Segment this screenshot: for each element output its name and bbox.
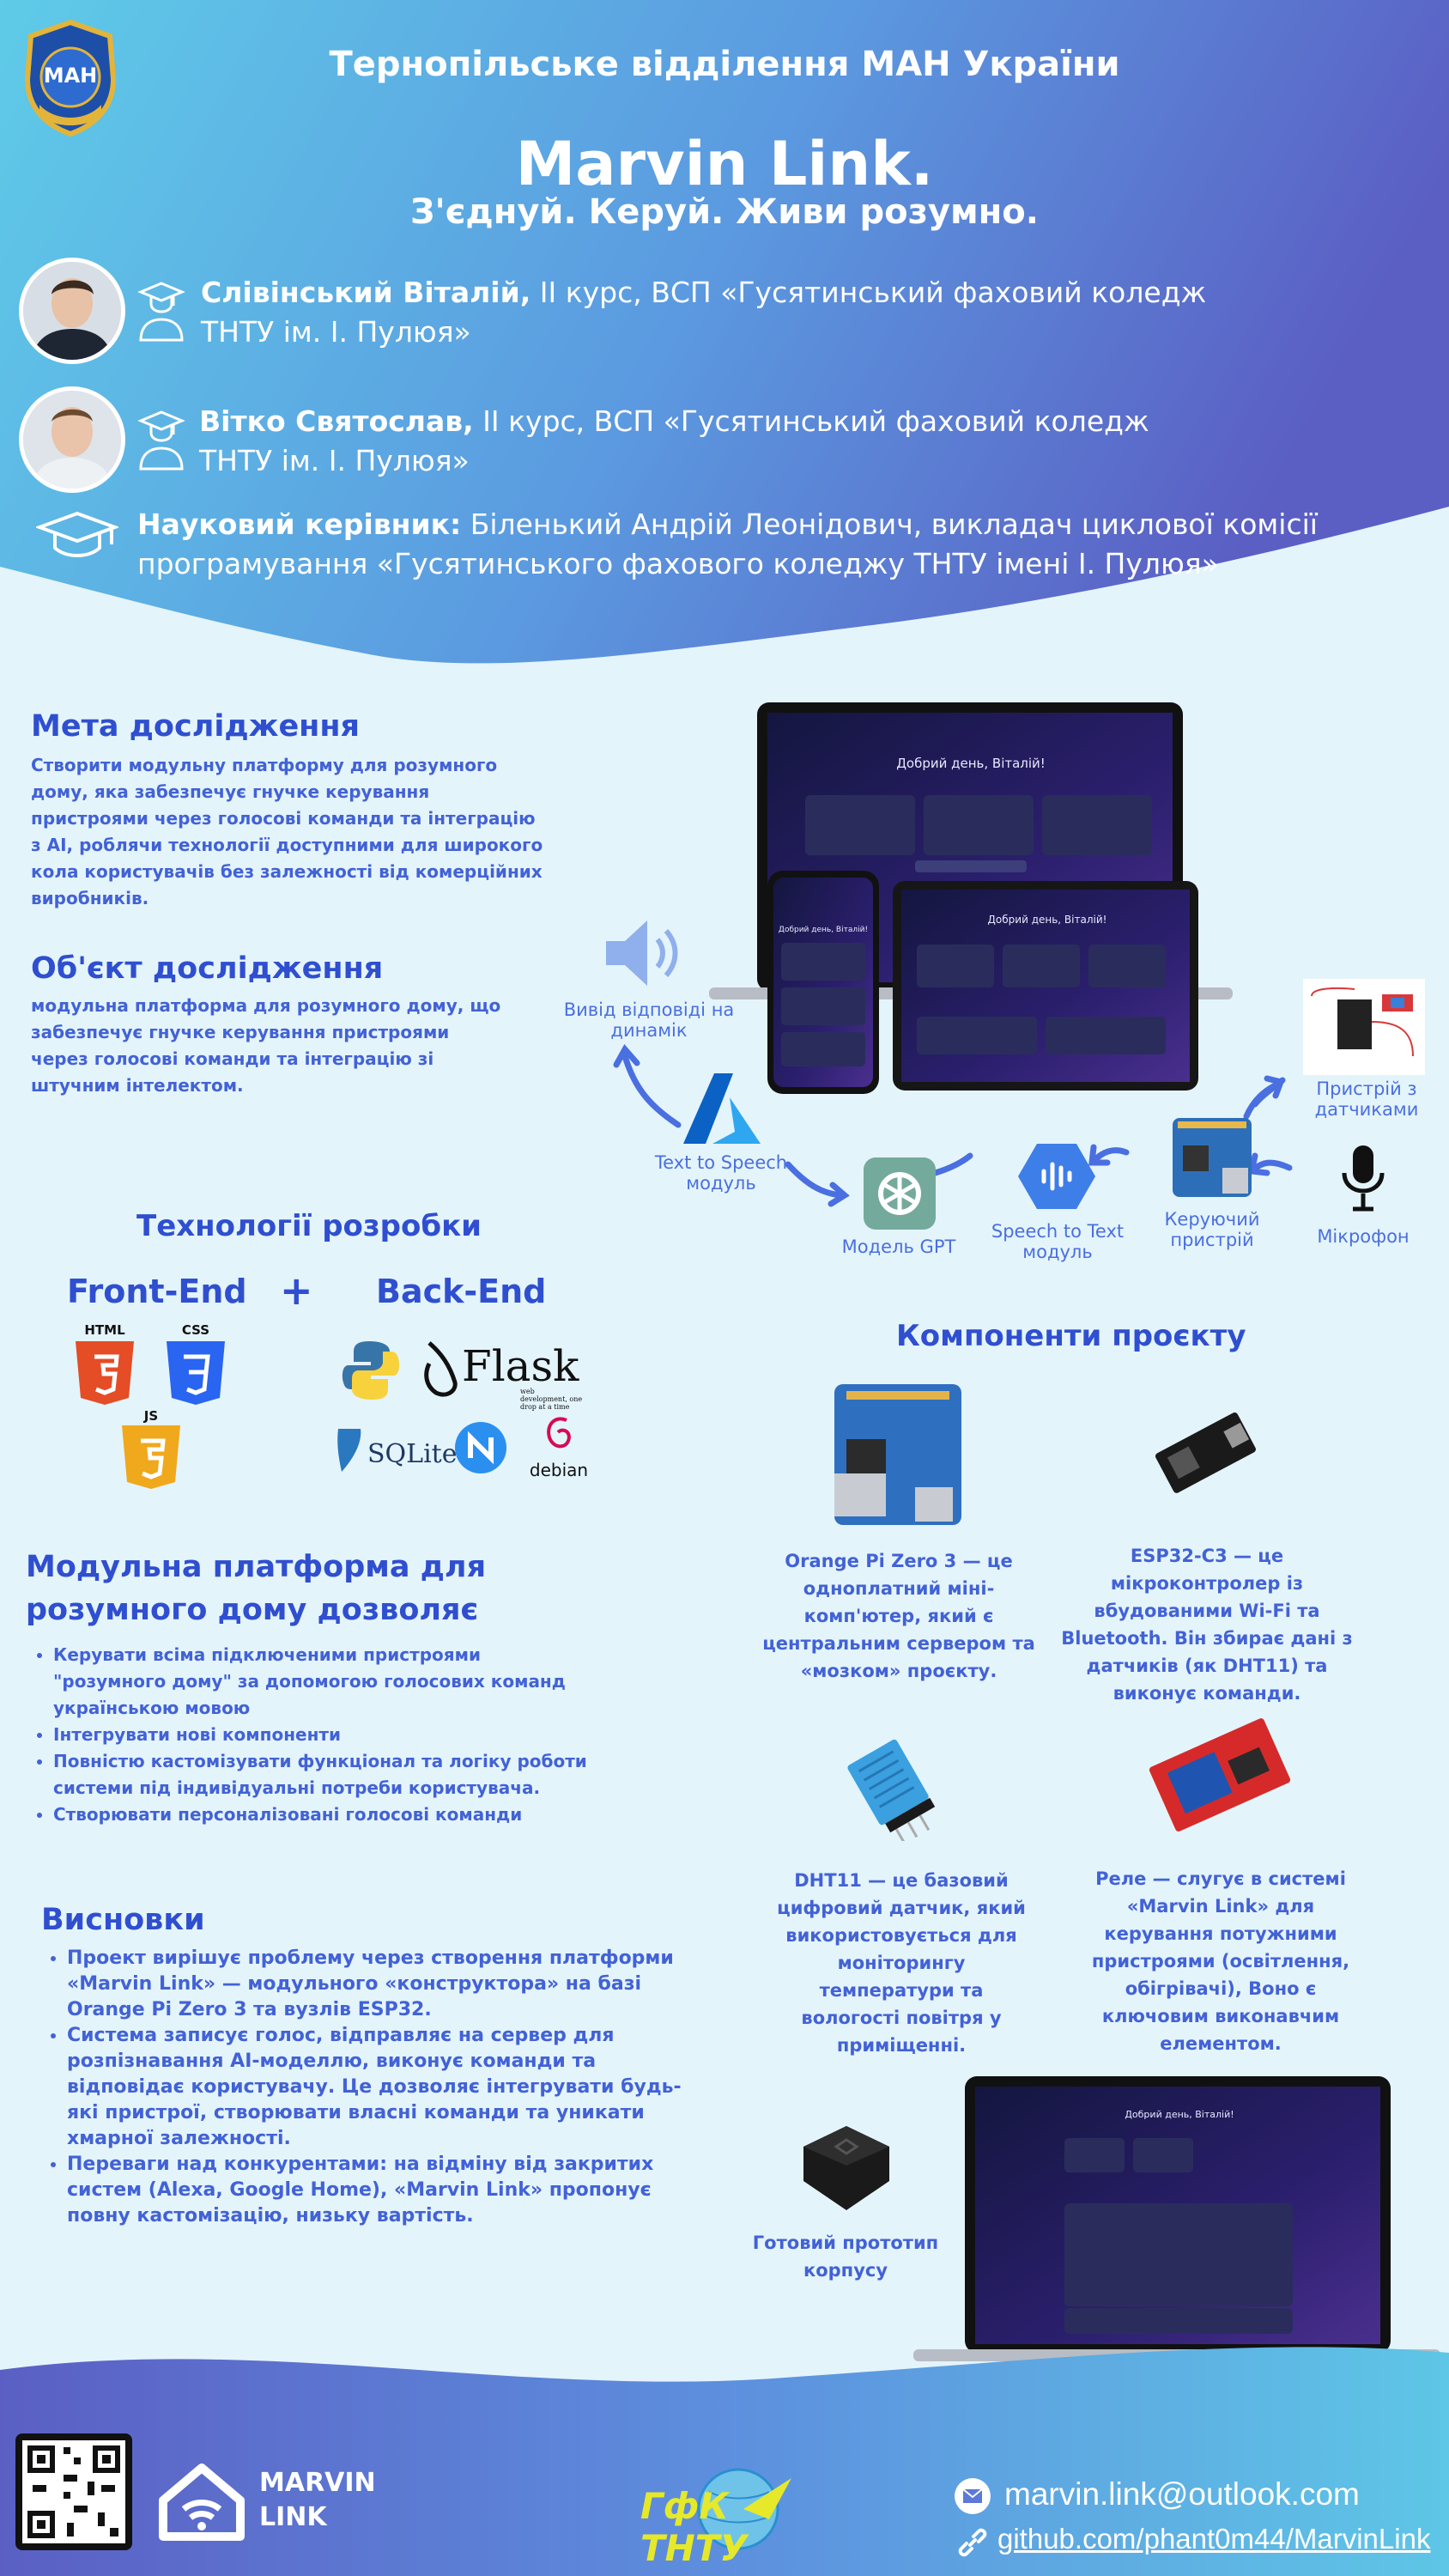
graduate-icon (136, 282, 187, 342)
flask-logo: Flask web development, one drop at a tim… (421, 1340, 582, 1411)
frontend-label: Front-End (67, 1273, 247, 1310)
footer (0, 2318, 1449, 2576)
project-slogan: З'єднуй. Керуй. Живи розумно. (410, 192, 1039, 232)
supervisor-label: Науковий керівник: (137, 507, 462, 541)
esp32-caption: ESP32-C3 — це мікроконтролер із вбудован… (1061, 1546, 1353, 1704)
object-title: Об'єкт дослідження (31, 951, 384, 986)
supervisor: Науковий керівник: Біленький Андрій Леон… (137, 505, 1391, 584)
speaker-label: Вивід відповіді на динамік (563, 999, 735, 1041)
goal-text: Створити модульну платформу для розумног… (31, 755, 543, 908)
phone-greeting: Добрий день, Віталій! (778, 926, 869, 934)
javascript-icon: JS (118, 1408, 184, 1491)
mic-label: Мікрофон (1317, 1226, 1410, 1247)
brand-line-1: MARVIN (259, 2468, 376, 2498)
html5-icon: HTML (72, 1322, 137, 1405)
mortarboard-icon (34, 510, 120, 562)
author-1-name: Слівінський Віталій, (201, 276, 531, 309)
email-link[interactable]: marvin.link@outlook.com (1004, 2476, 1360, 2512)
laptop-greeting: Добрий день, Віталій! (896, 756, 1046, 771)
controller-label: Керуючий пристрій (1164, 1209, 1260, 1250)
author-photo-2 (19, 386, 125, 493)
organization-title: Тернопільське відділення МАН України (329, 45, 1120, 84)
header-banner (0, 0, 1449, 687)
orange-pi-image (829, 1379, 967, 1530)
plus-sign: + (280, 1267, 313, 1314)
sqlite-logo: SQLite (333, 1425, 457, 1473)
sensor-device-label: Пристрій з датчиками (1314, 1078, 1419, 1120)
author-2: Вітко Святослав, ІІ курс, ВСП «Гусятинсь… (199, 402, 1315, 481)
github-link[interactable]: github.com/phant0m44/MarvinLink (997, 2523, 1431, 2555)
laptop-settings-mockup: Добрий день, Віталій! (913, 2076, 1440, 2373)
link-icon (955, 2524, 991, 2561)
sensor-device-image (1303, 979, 1425, 1075)
graduate-icon (136, 410, 187, 471)
brand-name: MARVIN LINK (259, 2466, 376, 2535)
author-2-name: Вітко Святослав, (199, 404, 474, 438)
stt-label: Speech to Text модуль (991, 1221, 1125, 1262)
smart-home-wifi-icon (155, 2461, 249, 2543)
author-photo-1 (19, 258, 125, 364)
backend-label: Back-End (376, 1273, 547, 1310)
speech-to-text-icon (1018, 1142, 1095, 1211)
author-1-info: ІІ курс, ВСП «Гусятинський фаховий колед… (539, 276, 1207, 309)
debian-logo: debian (529, 1415, 589, 1484)
nativescript-icon (455, 1422, 506, 1473)
platform-title: Модульна платформа для розумного дому до… (26, 1546, 486, 1631)
css3-icon: CSS (163, 1322, 228, 1405)
list-item: Створювати персоналізовані голосові кома… (53, 1801, 589, 1828)
qr-code[interactable] (15, 2433, 132, 2550)
author-2-info-2: ТНТУ ім. І. Пулюя» (199, 444, 470, 477)
author-2-info: ІІ курс, ВСП «Гусятинський фаховий колед… (482, 404, 1149, 438)
dht11-image (829, 1738, 949, 1845)
speaker-icon (601, 910, 687, 996)
prototype-case-image (786, 2121, 906, 2215)
list-item: Керувати всіма підключеними пристроями "… (53, 1642, 589, 1722)
tablet-greeting: Добрий день, Віталій! (987, 914, 1107, 926)
supervisor-line-2: програмування «Гусятинського фахового ко… (137, 547, 1219, 580)
python-icon (340, 1340, 402, 1401)
esp32-image (1145, 1405, 1265, 1499)
azure-icon (680, 1072, 762, 1145)
tech-title: Технології розробки (136, 1209, 482, 1243)
college-logo: ГфК ТНТУ (640, 2466, 803, 2569)
tablet-mockup: Добрий день, Віталій! (893, 881, 1198, 1091)
list-item: Система записує голос, відправляє на сер… (67, 2023, 688, 2152)
conclusions-title: Висновки (41, 1903, 205, 1937)
dht11-caption: DHT11 — це базовий цифровий датчик, який… (777, 1870, 1026, 2056)
gpt-label: Модель GPT (841, 1236, 956, 1257)
list-item: Проект вирішує проблему через створення … (67, 1946, 688, 2023)
man-logo: МАН (21, 19, 120, 137)
platform-title-line-1: Модульна платформа для (26, 1550, 487, 1584)
object-text: модульна платформа для розумного дому, щ… (31, 995, 501, 1096)
list-item: Інтегрувати нові компоненти (53, 1722, 589, 1748)
relay-caption: Реле — слугує в системі «Marvin Link» дл… (1091, 1868, 1350, 2054)
supervisor-line-1: Біленький Андрій Леонідович, викладач ци… (470, 507, 1318, 541)
brand-line-2: LINK (259, 2502, 327, 2532)
list-item: Повністю кастомізувати функціонал та лог… (53, 1748, 589, 1801)
platform-list: Керувати всіма підключеними пристроями "… (22, 1642, 589, 1828)
list-item: Переваги над конкурентами: на відміну ві… (67, 2152, 688, 2229)
microphone-icon (1337, 1144, 1389, 1212)
tts-label: Text to Speech модуль (654, 1152, 788, 1194)
flow-diagram: Вивід відповіді на динамік Text to Speec… (564, 910, 1442, 1271)
openai-icon (864, 1157, 936, 1230)
phone-mockup: Добрий день, Віталій! (767, 871, 879, 1094)
platform-title-line-2: розумного дому дозволяє (26, 1593, 479, 1627)
conclusions-list: Проект вирішує проблему через створення … (36, 1946, 688, 2229)
goal-title: Мета дослідження (31, 709, 361, 744)
author-1: Слівінський Віталій, ІІ курс, ВСП «Гусят… (201, 273, 1317, 352)
controller-board-icon (1171, 1116, 1253, 1199)
prototype-caption: Готовий прототип корпусу (752, 2233, 939, 2281)
project-title: Marvin Link. (515, 129, 934, 199)
components-title: Компоненти проєкту (896, 1319, 1246, 1353)
logo-text: МАН (43, 64, 98, 88)
email-icon (955, 2478, 991, 2514)
laptop-2-greeting: Добрий день, Віталій! (1125, 2109, 1234, 2120)
orange-pi-caption: Orange Pi Zero 3 — це одноплатний міні-к… (762, 1551, 1035, 1681)
author-1-info-2: ТНТУ ім. І. Пулюя» (201, 315, 471, 349)
relay-image (1138, 1714, 1301, 1836)
